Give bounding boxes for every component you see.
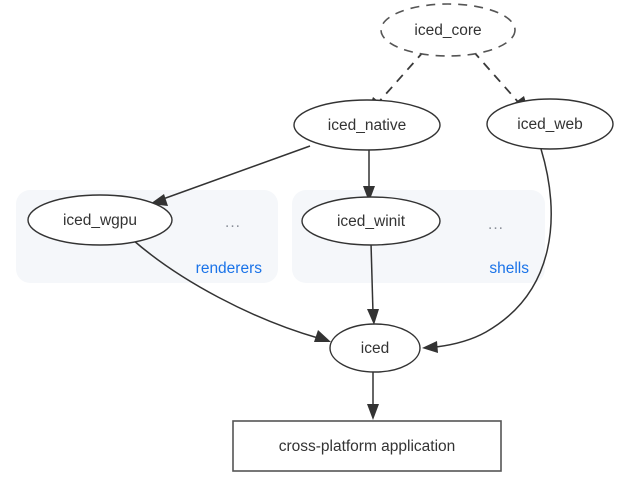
node-iced-winit[interactable]: iced_winit bbox=[301, 196, 441, 246]
iced-ellipse bbox=[329, 323, 421, 373]
node-iced[interactable]: iced bbox=[329, 323, 421, 373]
iced-core-ellipse bbox=[380, 3, 516, 57]
edge-iced-wgpu-to-iced bbox=[132, 239, 331, 342]
cluster-renderers-label: renderers bbox=[196, 260, 263, 277]
renderers-more-ellipsis: ... bbox=[225, 214, 241, 231]
node-iced-wgpu[interactable]: iced_wgpu bbox=[27, 194, 173, 246]
iced-native-ellipse bbox=[293, 99, 441, 151]
edge-iced-to-application bbox=[367, 372, 379, 420]
application-box bbox=[232, 420, 502, 472]
iced-wgpu-ellipse bbox=[27, 194, 173, 246]
iced-winit-ellipse bbox=[301, 196, 441, 246]
node-cross-platform-application[interactable]: cross-platform application bbox=[232, 420, 502, 472]
iced-web-ellipse bbox=[486, 98, 614, 150]
edge-iced-winit-to-iced bbox=[367, 242, 379, 325]
cluster-shells-label: shells bbox=[489, 260, 529, 277]
edge-iced-native-to-iced-winit bbox=[363, 149, 375, 202]
edge-iced-web-to-iced bbox=[422, 148, 552, 353]
shells-more-ellipsis: ... bbox=[488, 216, 504, 233]
node-iced-web[interactable]: iced_web bbox=[486, 98, 614, 150]
node-iced-native[interactable]: iced_native bbox=[293, 99, 441, 151]
node-iced-core[interactable]: iced_core bbox=[380, 3, 516, 57]
